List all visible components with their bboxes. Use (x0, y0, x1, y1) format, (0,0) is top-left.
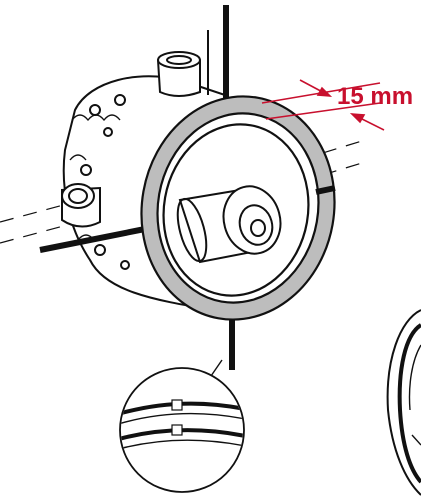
horizontal-rail-right (315, 185, 336, 195)
dimension-label: 15 mm (337, 83, 413, 110)
top-port (156, 51, 201, 97)
magnifier-circle-icon (119, 367, 245, 493)
horizontal-rail (39, 225, 151, 253)
dimension-lines (261, 79, 385, 131)
left-port (61, 183, 101, 228)
secondary-fitting-partial (386, 309, 421, 496)
valve-spindle (176, 185, 282, 264)
